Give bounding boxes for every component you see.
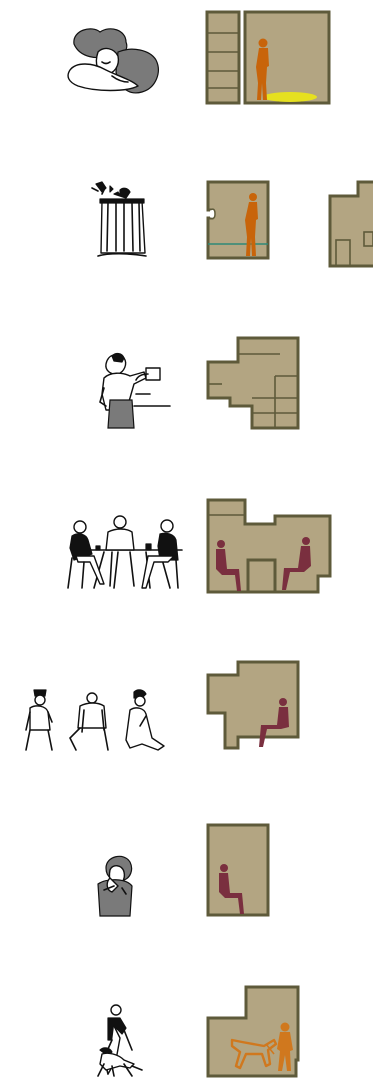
row-4 [68,500,330,592]
seated-person-2 [70,693,108,750]
three-seated-people-sketch [26,690,164,750]
row-1 [68,12,329,103]
person-on-phone-sketch [98,856,132,916]
person-left [68,521,104,588]
row-7 [98,987,298,1076]
plan-4 [208,500,330,592]
plan-7 [208,987,298,1076]
plan-3 [208,338,298,428]
seated-person-1 [26,690,52,750]
person-right [142,520,178,588]
row-6 [98,825,268,916]
floor-glow [263,92,317,102]
trash-can-sketch [92,182,146,256]
plan-5 [208,662,298,748]
row-5 [26,662,298,750]
plan-6 [208,825,268,915]
person-center [106,516,134,586]
plan-2 [208,182,373,266]
seated-person-3 [126,690,164,750]
plan-1 [207,12,329,103]
person-pouring-coffee-sketch [100,354,170,428]
person-walking-dog-sketch [98,1005,142,1076]
three-people-at-table-sketch [68,516,182,588]
sleeping-child-sketch [68,29,158,93]
row-2 [92,182,373,266]
dog-sketch [98,1048,142,1076]
row-3 [100,338,298,428]
